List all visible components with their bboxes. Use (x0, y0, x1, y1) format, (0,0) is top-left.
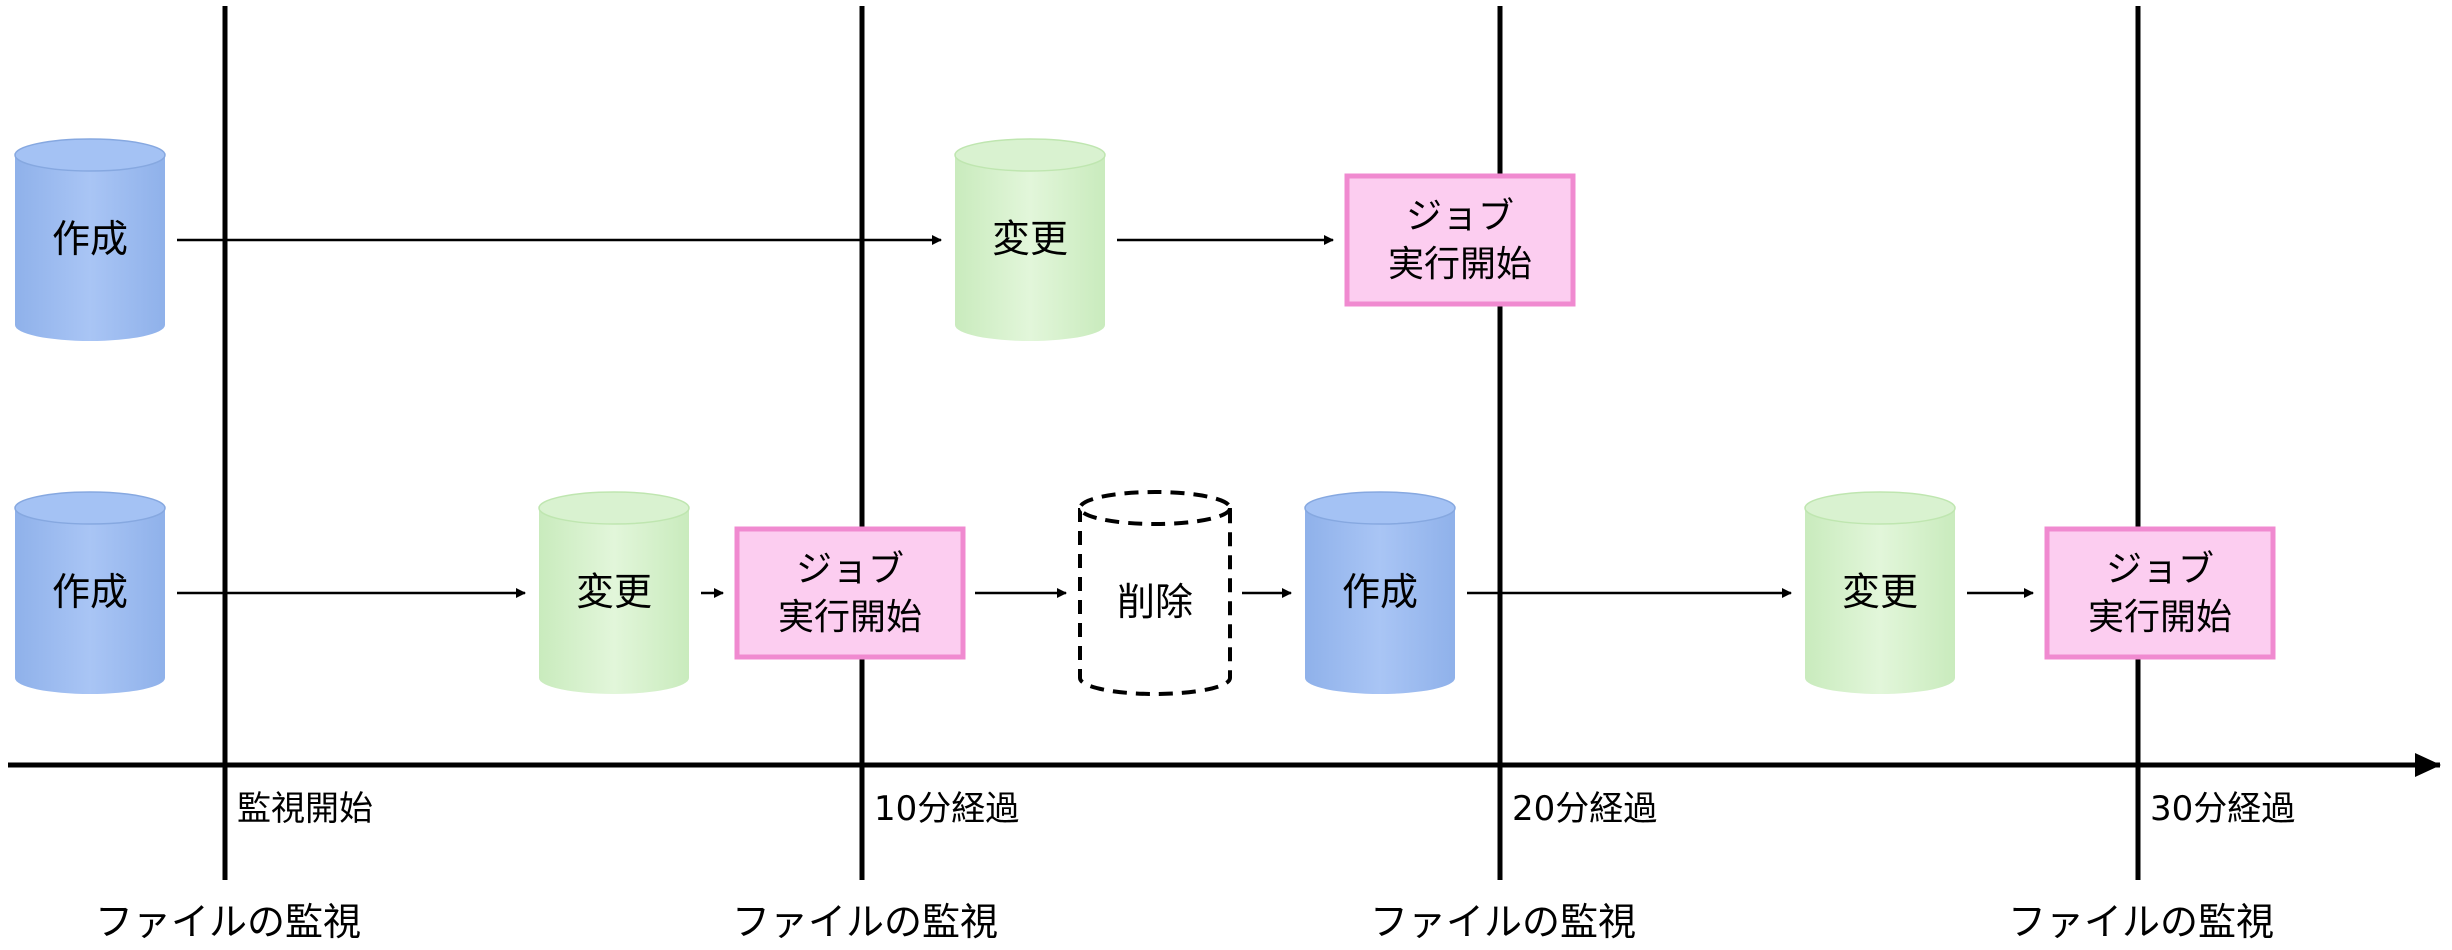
job-label-line1: ジョブ (2106, 549, 2214, 590)
checkpoint-time: 30分経過 (2150, 789, 2295, 829)
dashed-cylinder-icon (1078, 490, 1232, 696)
checkpoint-label: ファイルの監視 (2008, 900, 2274, 944)
modify-file-node: 変更 (538, 491, 690, 694)
database-cylinder-icon (14, 491, 166, 694)
job-label-line2: 実行開始 (1388, 244, 1532, 285)
delete-file-node: 削除 (1078, 490, 1232, 696)
monitoring-lines (222, 6, 2141, 880)
checkpoint-time: 20分経過 (1512, 789, 1657, 829)
node-label: 作成 (52, 570, 128, 614)
job-label-line2: 実行開始 (778, 597, 922, 638)
checkpoint-label: ファイルの監視 (95, 900, 361, 944)
database-cylinder-icon (14, 138, 166, 341)
checkpoint-time: 監視開始 (237, 789, 373, 829)
database-cylinder-icon (1304, 491, 1456, 694)
create-file-node: 作成 (14, 138, 166, 341)
node-label: 作成 (1342, 570, 1418, 614)
create-file-node: 作成 (1304, 491, 1456, 694)
job-label-line2: 実行開始 (2088, 597, 2232, 638)
database-cylinder-icon (1804, 491, 1956, 694)
modify-file-node: 変更 (954, 138, 1106, 341)
checkpoint-label: ファイルの監視 (732, 900, 998, 944)
job-label-line1: ジョブ (796, 549, 904, 590)
checkpoint-label: ファイルの監視 (1370, 900, 1636, 944)
node-label: 変更 (1842, 570, 1918, 614)
job-label-line1: ジョブ (1406, 196, 1514, 237)
checkpoint-time: 10分経過 (874, 789, 1019, 829)
node-label: 削除 (1117, 580, 1193, 624)
node-label: 変更 (992, 217, 1068, 261)
database-cylinder-icon (954, 138, 1106, 341)
create-file-node: 作成 (14, 491, 166, 694)
modify-file-node: 変更 (1804, 491, 1956, 694)
node-label: 変更 (576, 570, 652, 614)
database-cylinder-icon (538, 491, 690, 694)
node-label: 作成 (52, 217, 128, 261)
